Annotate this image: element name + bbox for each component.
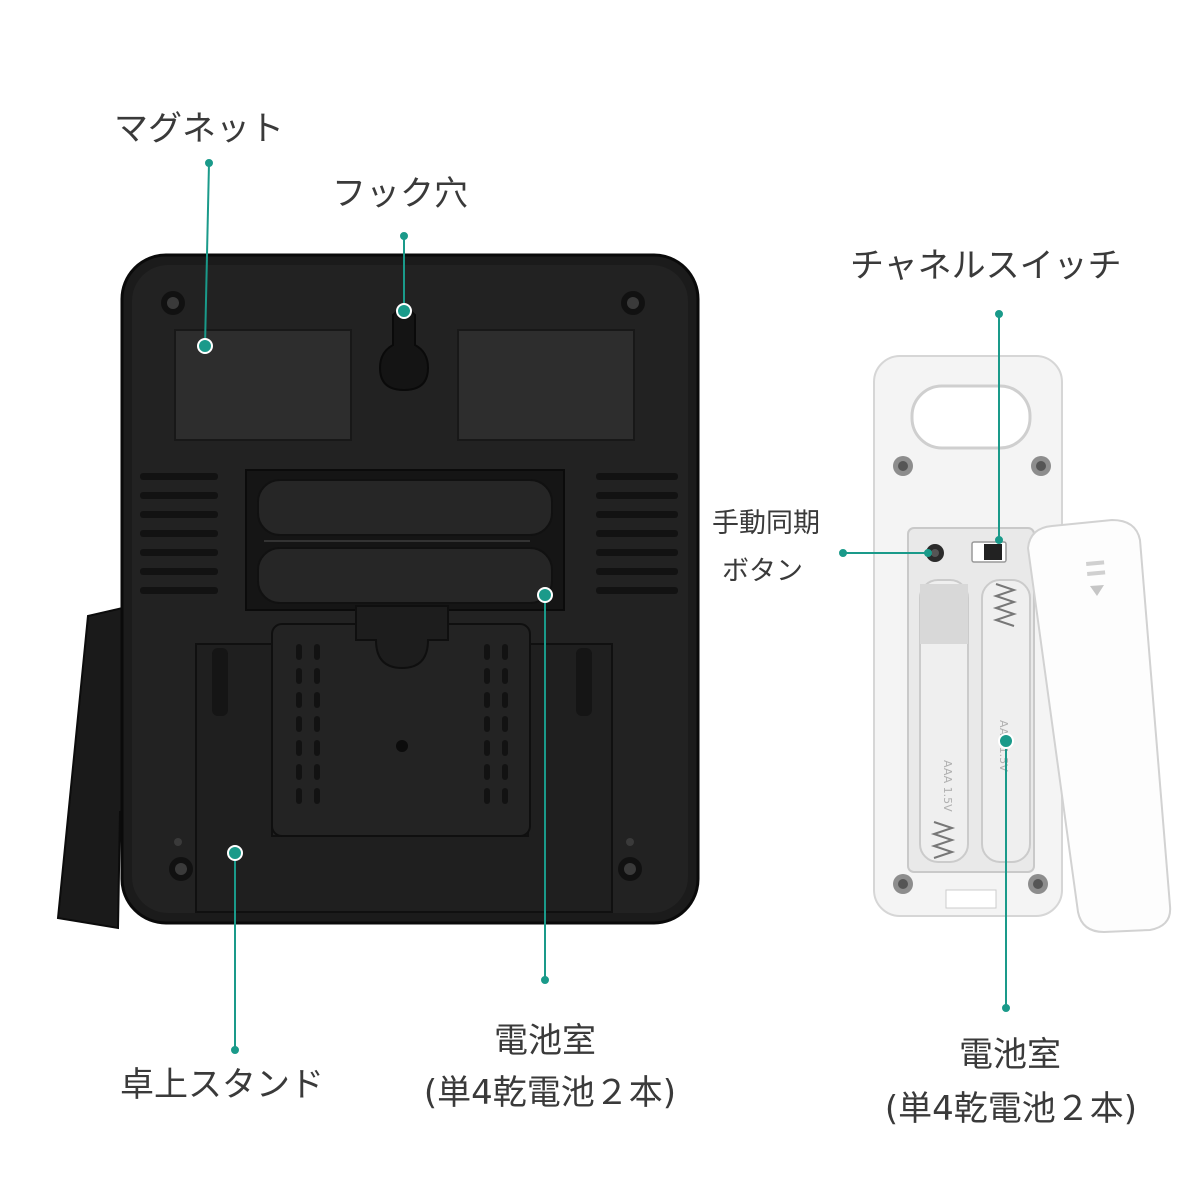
battery-main-label-line2: (単4乾電池２本) bbox=[423, 1073, 677, 1113]
teal-dot-icon bbox=[541, 976, 549, 984]
teal-dot-icon bbox=[839, 549, 847, 557]
channel-switch bbox=[971, 541, 1007, 563]
callouts bbox=[197, 159, 1014, 1054]
sensor-battery-cover bbox=[1026, 518, 1172, 934]
sensor-unit-back: AAA 1.5V AAA 1.5V bbox=[873, 355, 1172, 934]
teal-dot-icon bbox=[197, 338, 213, 354]
stand-housing bbox=[195, 605, 613, 913]
vent-left bbox=[140, 473, 218, 594]
manual-sync-label-line1: 手動同期 bbox=[712, 508, 820, 539]
hook-hole-label: フック穴 bbox=[332, 174, 468, 214]
teal-dot-icon bbox=[995, 310, 1003, 318]
teal-dot-icon bbox=[537, 587, 553, 603]
screw-icon bbox=[161, 291, 645, 881]
teal-dot-icon bbox=[924, 549, 932, 557]
teal-dot-icon bbox=[400, 232, 408, 240]
magnet-label: マグネット bbox=[114, 109, 284, 149]
battery-sensor-label-line2: (単4乾電池２本) bbox=[884, 1089, 1138, 1129]
teal-dot-icon bbox=[995, 536, 1003, 544]
teal-dot-icon bbox=[998, 733, 1014, 749]
desk-stand-label: 卓上スタンド bbox=[120, 1065, 324, 1105]
teal-dot-icon bbox=[205, 159, 213, 167]
magnet-plate-right bbox=[457, 329, 635, 441]
main-unit-back bbox=[56, 253, 700, 930]
teal-dot-icon bbox=[231, 1046, 239, 1054]
manual-sync-label-line2: ボタン bbox=[722, 556, 803, 587]
hook-hole bbox=[378, 308, 430, 392]
battery-marking-1: AAA 1.5V bbox=[941, 760, 954, 812]
manual-sync-button bbox=[926, 544, 944, 562]
vent-right bbox=[596, 473, 678, 594]
battery-main-label-line1: 電池室 bbox=[494, 1021, 596, 1061]
teal-dot-icon bbox=[396, 303, 412, 319]
teal-dot-icon bbox=[1002, 1004, 1010, 1012]
teal-dot-icon bbox=[227, 845, 243, 861]
spring-icon bbox=[930, 583, 1018, 859]
battery-compartment-main bbox=[245, 469, 565, 611]
screw-icon bbox=[893, 456, 1051, 894]
battery-sensor-label-line1: 電池室 bbox=[959, 1035, 1061, 1075]
sensor-hanging-hole bbox=[910, 384, 1032, 450]
channel-switch-label: チャネルスイッチ bbox=[850, 246, 1122, 286]
